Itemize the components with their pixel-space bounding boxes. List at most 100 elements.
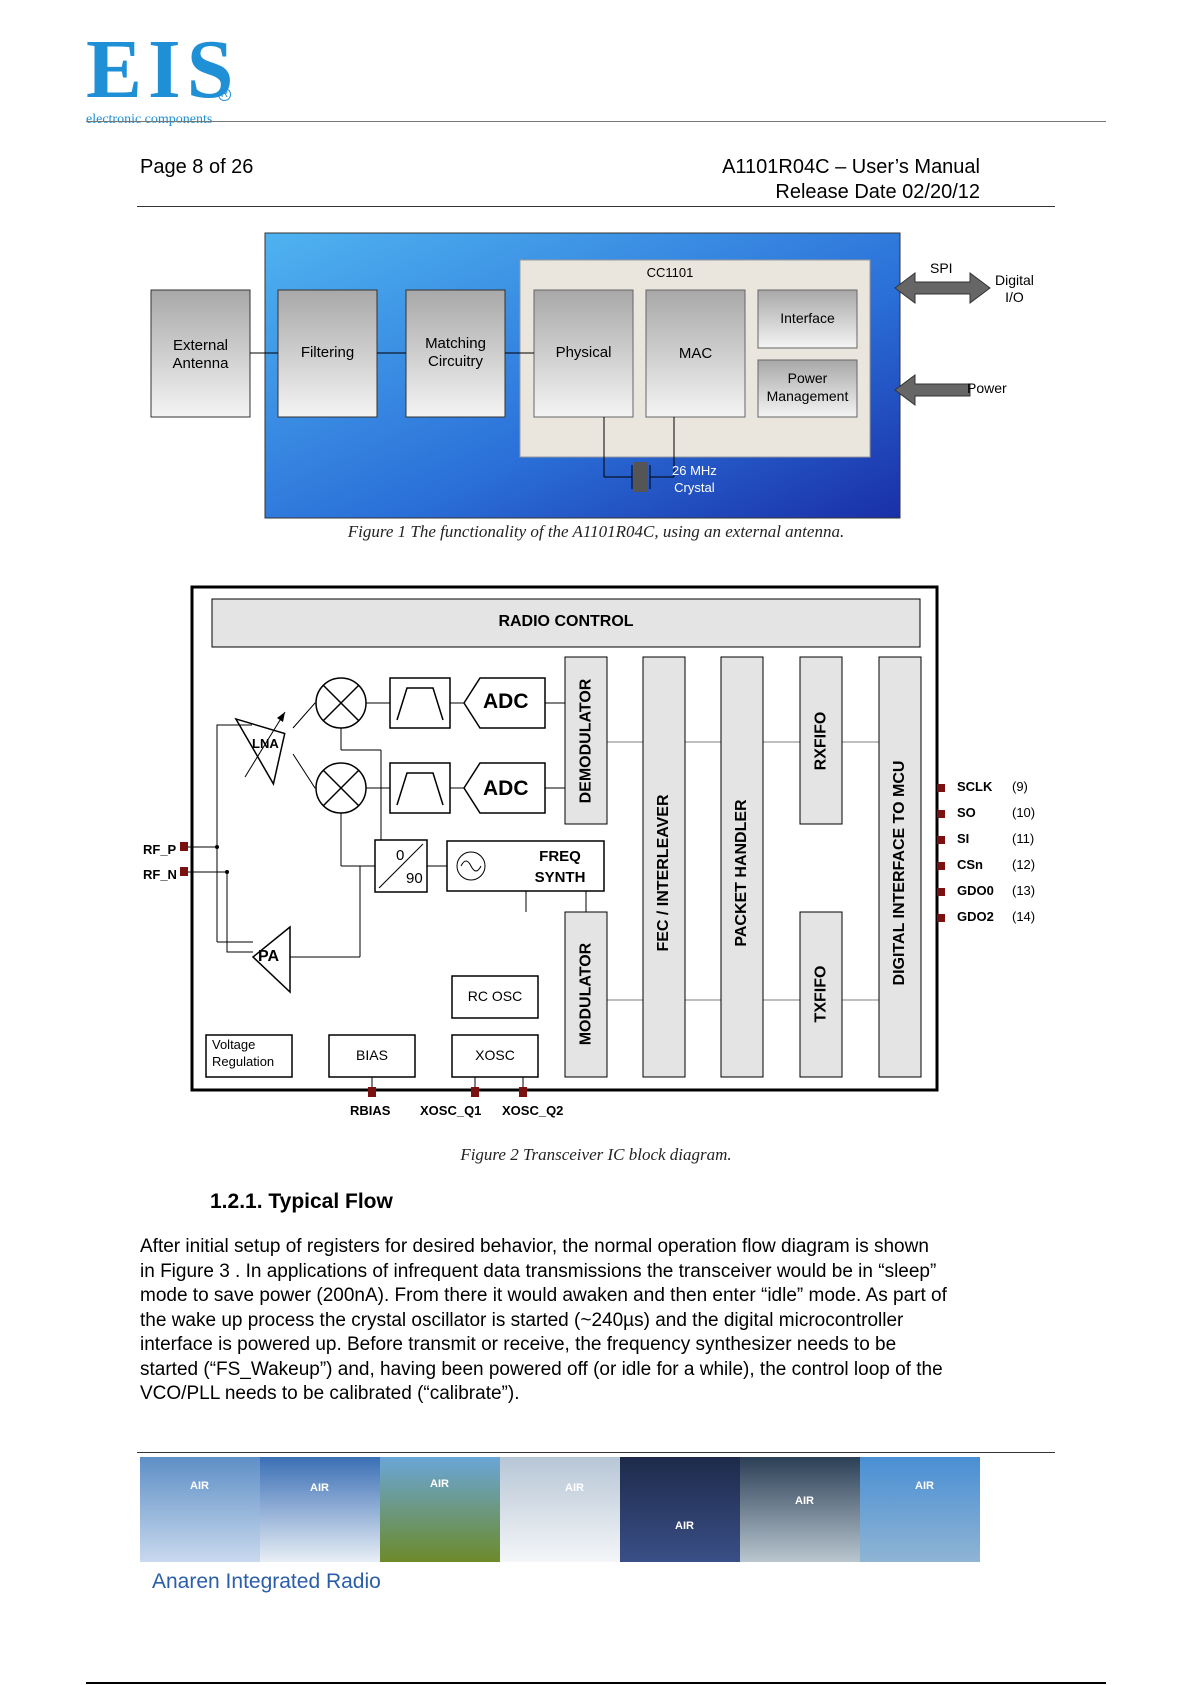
pin-name: SI xyxy=(957,831,970,846)
crystal-icon xyxy=(634,462,648,492)
banner-tile-kite xyxy=(620,1457,740,1562)
voltage-line1: Voltage xyxy=(212,1037,256,1052)
phase-top-label: 0 xyxy=(396,847,405,864)
air-badge-icon: AIR xyxy=(310,1482,329,1494)
rxfifo-bar xyxy=(799,656,843,825)
header-rule xyxy=(137,206,1055,207)
packet-handler-label: PACKET HANDLER xyxy=(733,799,750,947)
footer-rule xyxy=(137,1452,1055,1453)
pin-name: SCLK xyxy=(957,779,993,794)
packet-handler-bar xyxy=(720,656,764,1078)
pin-number: (14) xyxy=(1012,909,1036,924)
digital-io-line1: Digital xyxy=(995,272,1034,288)
section-body: After initial setup of registers for des… xyxy=(140,1235,947,1407)
xosc-label: XOSC xyxy=(475,1047,515,1063)
bias-label: BIAS xyxy=(356,1047,388,1063)
xosc-q2-label: XOSC_Q2 xyxy=(502,1103,564,1118)
rc-osc-box xyxy=(451,975,539,1019)
banner-tile-bike xyxy=(380,1457,500,1562)
footer-brand: Anaren Integrated Radio xyxy=(152,1570,381,1593)
banner-tile-skate xyxy=(140,1457,260,1562)
air-badge-icon: AIR xyxy=(675,1520,694,1532)
pin-name: GDO0 xyxy=(957,883,994,898)
antenna-label-line1: External xyxy=(172,337,229,354)
xosc-box xyxy=(451,1034,539,1078)
pin-row: CSn (12) xyxy=(957,857,1077,872)
air-badge-icon: AIR xyxy=(430,1478,449,1490)
pin-name: SO xyxy=(957,805,976,820)
top-rule xyxy=(86,121,1106,122)
pin-number: (10) xyxy=(1012,805,1036,820)
bottom-rule xyxy=(86,1682,1106,1684)
footer-banner xyxy=(140,1457,980,1562)
radio-control-label: RADIO CONTROL xyxy=(498,613,634,630)
freq-synth-line2: SYNTH xyxy=(534,869,586,886)
pin-row: SO (10) xyxy=(957,805,1077,820)
voltage-line2: Regulation xyxy=(212,1054,275,1069)
air-badge-icon: AIR xyxy=(915,1480,934,1492)
power-mgmt-line2: Management xyxy=(766,388,849,404)
interface-box xyxy=(757,289,858,349)
freq-synth-box xyxy=(446,840,605,892)
interface-label: Interface xyxy=(780,310,835,326)
matching-box xyxy=(405,289,506,418)
spi-label: SPI xyxy=(930,260,953,276)
body-line: started (“FS_Wakeup”) and, having been p… xyxy=(140,1358,943,1380)
figure1-diagram xyxy=(150,232,991,519)
rf-n-label: RF_N xyxy=(143,867,177,882)
pin-row: GDO0(13) xyxy=(957,883,1077,898)
pa-label: PA xyxy=(258,948,280,965)
filtering-box xyxy=(277,289,378,418)
radio-control-box xyxy=(211,598,921,648)
figure2-diagram xyxy=(180,585,945,1097)
digital-interface-label: DIGITAL INTERFACE TO MCU xyxy=(891,760,908,986)
crystal-label-line1: 26 MHz xyxy=(672,463,717,478)
air-badge-icon: AIR xyxy=(565,1482,584,1494)
antenna-label-line2: Antenna xyxy=(172,355,229,372)
power-mgmt-box xyxy=(757,359,858,418)
fec-label: FEC / INTERLEAVER xyxy=(655,794,672,952)
rf-p-label: RF_P xyxy=(143,842,177,857)
rbias-label: RBIAS xyxy=(350,1103,391,1118)
mac-box xyxy=(645,289,746,418)
air-badge-icon: AIR xyxy=(795,1495,814,1507)
pin-number: (12) xyxy=(1012,857,1036,872)
adc-bottom-label: ADC xyxy=(483,777,529,800)
chip-label: CC1101 xyxy=(646,265,694,280)
banner-tile-kayak xyxy=(740,1457,860,1562)
phase-bottom-label: 90 xyxy=(406,870,423,887)
rc-osc-label: RC OSC xyxy=(467,988,523,1004)
logo-name: EIS xyxy=(86,23,240,116)
power-mgmt-line1: Power xyxy=(787,370,828,386)
physical-label: Physical xyxy=(555,344,612,361)
pin-number: (11) xyxy=(1012,831,1035,846)
banner-tile-ski xyxy=(260,1457,380,1562)
pin-row: SCLK (9) xyxy=(957,779,1077,794)
rxfifo-label: RXFIFO xyxy=(812,711,829,771)
physical-box xyxy=(533,289,634,418)
matching-label-line2: Circuitry xyxy=(428,353,483,370)
body-line: VCO/PLL needs to be calibrated (“calibra… xyxy=(140,1383,520,1404)
body-line: mode to save power (200nA). From there i… xyxy=(140,1285,947,1306)
pin-number: (9) xyxy=(1012,779,1028,794)
voltage-regulation-label: Voltage Regulation xyxy=(212,1036,274,1070)
spi-arrow xyxy=(894,272,991,304)
digital-io-label: Digital I/O xyxy=(995,272,1034,306)
antenna-label: External Antenna xyxy=(151,337,250,373)
matching-label-line1: Matching xyxy=(425,335,486,352)
body-line: After initial setup of registers for des… xyxy=(140,1236,929,1257)
body-line: the wake up process the crystal oscillat… xyxy=(140,1309,904,1331)
release-date: Release Date 02/20/12 xyxy=(775,181,980,203)
pin-row: GDO2(14) xyxy=(957,909,1077,924)
fec-bar xyxy=(642,656,686,1078)
body-line: in Figure 3 . In applications of infrequ… xyxy=(140,1260,937,1282)
bias-box xyxy=(328,1034,416,1078)
pin-row: SI (11) xyxy=(957,831,1077,846)
pin-name: CSn xyxy=(957,857,983,872)
body-line: interface is powered up. Before transmit… xyxy=(140,1334,897,1355)
crystal-label-line2: Crystal xyxy=(674,480,715,495)
figure2-caption: Figure 2 Transceiver IC block diagram. xyxy=(460,1145,732,1164)
demodulator-bar xyxy=(564,656,608,825)
power-mgmt-label: Power Management xyxy=(758,369,857,405)
section-heading: 1.2.1. Typical Flow xyxy=(210,1190,393,1213)
